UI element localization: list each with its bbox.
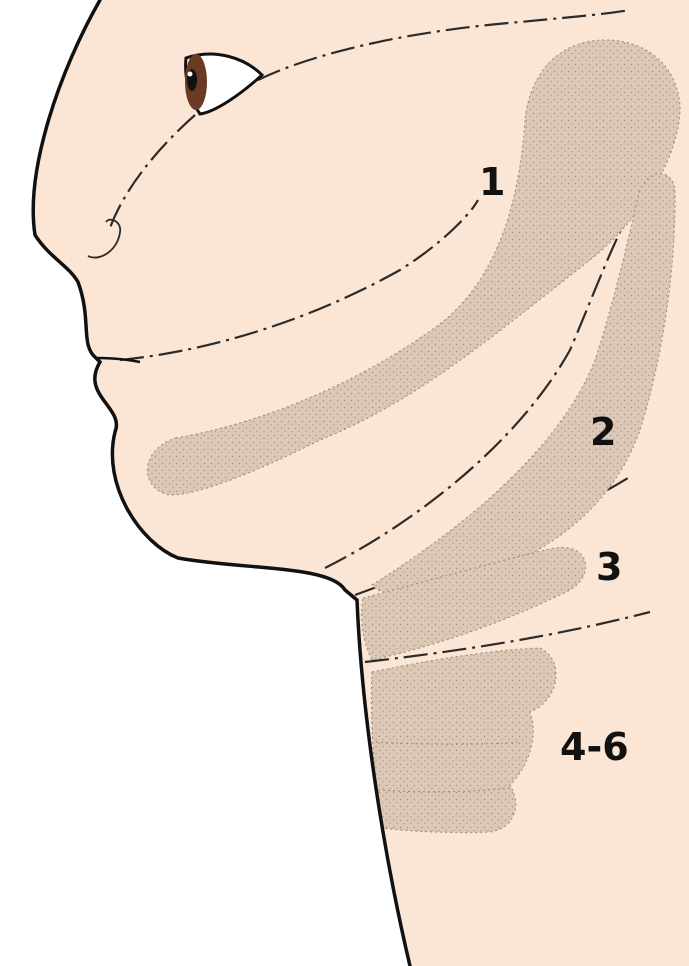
zone-3-label: 3 xyxy=(596,545,622,589)
zone-2-label: 2 xyxy=(590,410,616,454)
zone-4-6-label: 4-6 xyxy=(560,725,629,769)
zone-1-label: 1 xyxy=(479,160,505,204)
